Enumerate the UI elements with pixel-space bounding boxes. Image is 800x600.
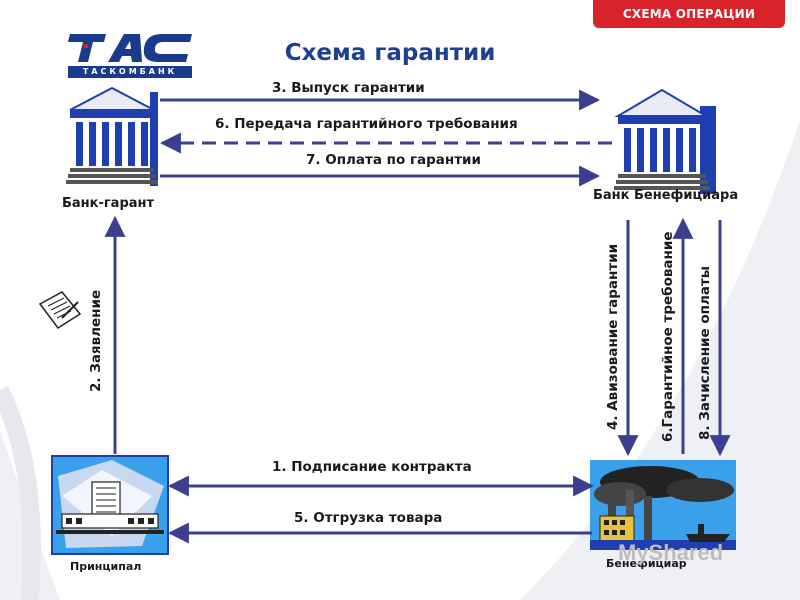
principal-building-icon [51,455,169,555]
step-6b-label: 6.Гарантийное требование [660,231,676,442]
beneficiary-factory-icon [590,460,736,550]
step-5-label: 5. Отгрузка товара [294,510,443,526]
step-4-label: 4. Авизование гарантии [605,243,621,430]
bank-guarantor-label: Банк-гарант [62,196,155,211]
watermark: MyShared [618,540,724,565]
step-6-label: 6. Передача гарантийного требования [215,116,518,132]
document-pen-icon [38,291,82,330]
page-title: Схема гарантии [284,40,496,66]
bank-guarantor-icon [66,86,158,186]
operation-scheme-tag: СХЕМА ОПЕРАЦИИ [593,0,785,28]
logo-subtitle: ТАСКОМБАНК [68,66,192,78]
taskombank-logo [66,30,194,64]
bank-beneficiary-icon [614,88,716,194]
step-3-label: 3. Выпуск гарантии [272,80,425,96]
step-7-label: 7. Оплата по гарантии [306,152,481,168]
principal-label: Принципал [70,560,142,573]
bank-beneficiary-label: Банк Бенефициара [593,188,739,203]
beneficiary-label: Бенефициар [606,557,687,570]
step-8-label: 8. Зачисление оплаты [697,266,713,440]
step-1-label: 1. Подписание контракта [272,459,472,475]
step-2-label: 2. Заявление [88,289,104,392]
